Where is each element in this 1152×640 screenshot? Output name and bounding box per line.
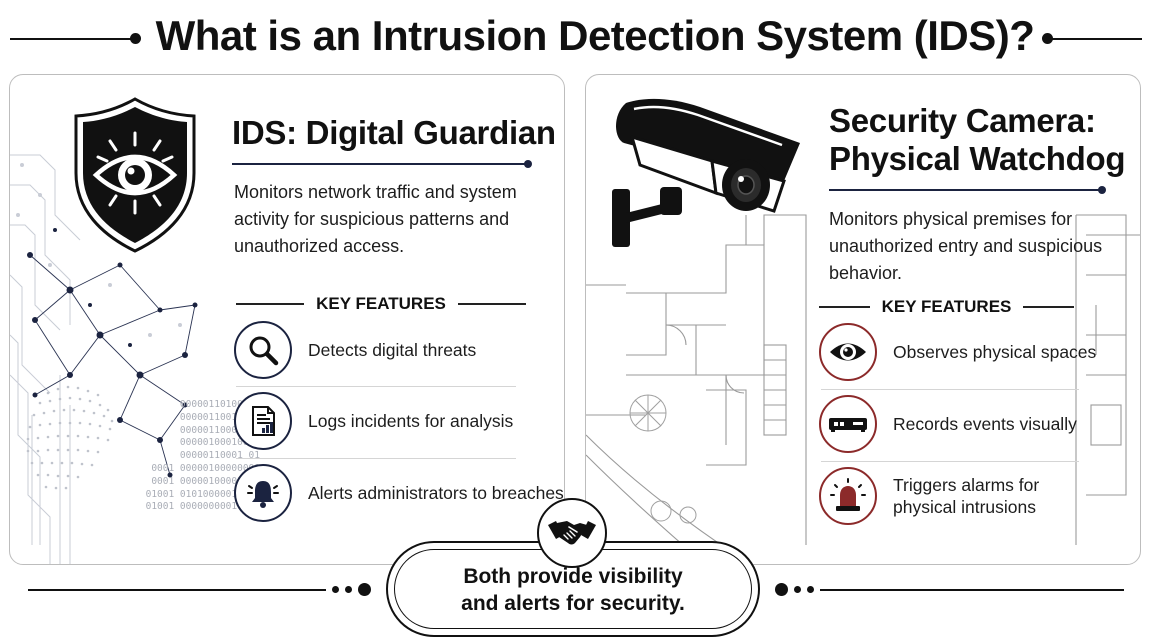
feature-text: Logs incidents for analysis	[308, 411, 514, 431]
summary-line: and alerts for security.	[461, 592, 685, 615]
feature-text: Observes physical spaces	[893, 342, 1097, 362]
feature-icon-badge	[819, 323, 877, 381]
page-title: What is an Intrusion Detection System (I…	[155, 12, 1035, 59]
footer-dot	[332, 586, 339, 593]
footer-rule-right	[820, 589, 1124, 591]
video-recorder-icon	[829, 418, 867, 432]
divider	[236, 458, 516, 459]
report-document-icon	[252, 406, 275, 436]
binary-line: 00000100010001	[179, 437, 260, 449]
binary-line: 00000110010 01	[179, 411, 260, 423]
feature-icon-badge	[234, 321, 292, 379]
globe-illustration	[26, 385, 114, 490]
security-camera-icon	[612, 98, 800, 247]
binary-line: 01001 00000000010001	[145, 501, 260, 513]
feature-icon-badge	[234, 464, 292, 522]
circuit-network-illustration	[10, 154, 198, 564]
ids-feature-item: Logs incidents for analysis	[234, 392, 513, 450]
binary-line: 00000110001 01	[179, 424, 260, 436]
footer-rule-left	[28, 589, 326, 591]
summary-text: Both provide visibility and alerts for s…	[388, 563, 758, 617]
feature-icon-badge	[819, 467, 877, 525]
tree-symbol	[629, 394, 697, 524]
camera-title-line: Security Camera:	[829, 102, 1096, 139]
ids-panel: 00000110100011 00000110010 01 0000011000…	[9, 74, 565, 565]
eye-icon	[830, 343, 866, 361]
header-dot-left	[130, 33, 141, 44]
divider	[236, 303, 305, 305]
camera-title-line: Physical Watchdog	[829, 140, 1126, 177]
feature-icon-badge	[819, 395, 877, 453]
camera-panel: Security Camera: Physical Watchdog Monit…	[585, 74, 1141, 565]
key-features-label: KEY FEATURES	[316, 294, 446, 313]
divider	[819, 306, 870, 308]
binary-line: 01001 01010000011000	[145, 488, 260, 500]
bell-alert-icon	[247, 481, 279, 508]
ids-panel-title: IDS: Digital Guardian	[232, 114, 556, 151]
footer-dot	[775, 583, 788, 596]
header-dot-right	[1042, 33, 1053, 44]
feature-text: Records events visually	[893, 414, 1077, 434]
footer-dot	[794, 586, 801, 593]
feature-text: Triggers alarms for physical intrusions	[893, 475, 1040, 517]
siren-light-icon	[830, 478, 866, 511]
footer-dot	[358, 583, 371, 596]
divider	[457, 303, 527, 305]
divider	[236, 386, 516, 387]
camera-description: Monitors physical premises for unauthori…	[829, 209, 1103, 283]
shield-eye-icon	[74, 97, 196, 253]
divider	[821, 461, 1079, 462]
feature-text: Detects digital threats	[308, 340, 477, 360]
magnifier-icon	[249, 336, 279, 366]
divider	[821, 389, 1079, 390]
summary-line: Both provide visibility	[463, 565, 683, 588]
ids-feature-item: Detects digital threats	[234, 321, 476, 379]
floor-plan-illustration	[586, 214, 1140, 564]
divider	[1023, 306, 1075, 308]
key-features-label: KEY FEATURES	[881, 297, 1012, 316]
binary-line: 00000110100011	[179, 399, 260, 410]
binary-line: 00000110001 01	[179, 450, 260, 462]
header-rule-left	[10, 38, 132, 40]
ids-key-features-heading: KEY FEATURES	[236, 294, 527, 314]
camera-feature-item: Records events visually	[819, 395, 1077, 453]
camera-feature-item: Triggers alarms for physical intrusions	[819, 467, 1043, 525]
camera-key-features-heading: KEY FEATURES	[819, 297, 1075, 317]
feature-icon-badge	[234, 392, 292, 450]
header: What is an Intrusion Detection System (I…	[0, 0, 1152, 72]
footer-dot	[345, 586, 352, 593]
camera-feature-item: Observes physical spaces	[819, 323, 1096, 381]
binary-line: 0001 00000100000001	[151, 462, 260, 474]
footer-dot	[807, 586, 814, 593]
ids-description: Monitors network traffic and system acti…	[234, 182, 517, 256]
feature-text: Alerts administrators to breaches	[308, 483, 564, 503]
camera-title-rule	[829, 186, 1106, 194]
header-rule-right	[1050, 38, 1142, 40]
binary-code-block: 00000110100011 00000110010 01 0000011000…	[70, 399, 260, 514]
ids-feature-item: Alerts administrators to breaches	[234, 464, 564, 522]
handshake-badge	[537, 498, 607, 568]
handshake-icon	[548, 521, 596, 545]
binary-line: 0001 00000100001001	[151, 475, 260, 487]
camera-panel-title: Security Camera: Physical Watchdog	[829, 102, 1126, 178]
ids-title-rule	[232, 160, 532, 168]
